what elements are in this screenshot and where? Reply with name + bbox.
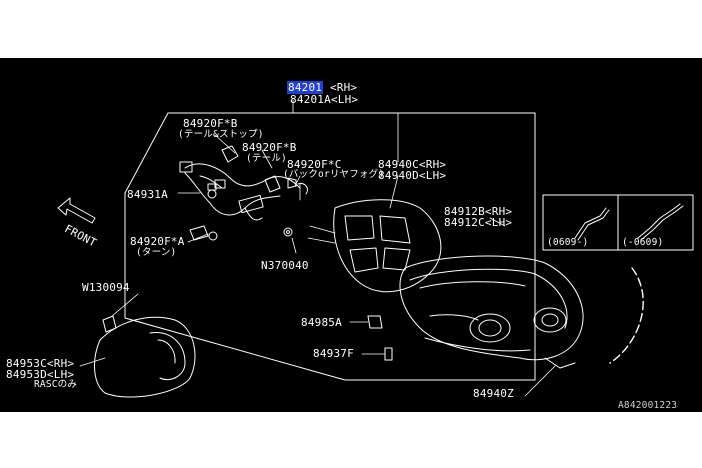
figure-code: A842001223 — [618, 400, 678, 411]
part-label-84920fa[interactable]: 84920F*A — [130, 235, 185, 248]
diagram-linework — [57, 99, 694, 398]
inset-date-from: (0609-) — [547, 237, 589, 248]
note-tail: (テール) — [246, 153, 287, 164]
front-arrow — [57, 197, 96, 224]
note-tail-stop: (テール&ストップ) — [178, 129, 264, 140]
part-label-84940d[interactable]: 84940D<LH> — [378, 169, 447, 182]
part-label-84953d[interactable]: 84953D<LH> — [6, 368, 75, 381]
part-label-84201a[interactable]: 84201A<LH> — [290, 93, 359, 106]
cover-84953 — [94, 316, 196, 398]
part-label-84937f[interactable]: 84937F — [313, 347, 354, 360]
part-label-84953c[interactable]: 84953C<RH> — [6, 357, 75, 370]
selected-part-number[interactable]: 84201 — [287, 81, 324, 94]
gasket — [333, 199, 442, 293]
part-label-84985a[interactable]: 84985A — [301, 316, 342, 329]
part-label-84912b[interactable]: 84912B<RH> — [444, 205, 513, 218]
part-label-84920fc[interactable]: 84920F*C — [287, 158, 342, 171]
parts-diagram: 84201 <RH> 84201A<LH> 84920F*B (テール&ストップ… — [0, 58, 702, 412]
bolt-w130094 — [102, 315, 117, 333]
note-rasc-only: RASCのみ — [34, 379, 78, 390]
note-back-rear-fog: (バックorリヤフォグ) — [283, 169, 385, 180]
part-84201-suffix: <RH> — [329, 81, 358, 94]
part-label-84912c[interactable]: 84912C<LH> — [444, 216, 513, 229]
part-label-n370040[interactable]: N370040 — [261, 259, 309, 272]
note-turn: (ターン) — [136, 247, 177, 258]
inset-date-until: (-0609) — [622, 237, 664, 248]
part-label-84201[interactable]: 84201 <RH> — [287, 81, 358, 94]
part-label-84920fb-2[interactable]: 84920F*B — [242, 141, 297, 154]
section-arc — [609, 267, 644, 364]
part-label-84920fb-1[interactable]: 84920F*B — [183, 117, 238, 130]
assembly-outline — [124, 112, 536, 381]
part-label-w130094[interactable]: W130094 — [82, 281, 130, 294]
screw-84937f — [384, 347, 393, 361]
wiring-harness — [179, 145, 308, 241]
leader-lines — [79, 99, 556, 397]
part-label-84940z[interactable]: 84940Z — [473, 387, 514, 400]
part-label-84931a[interactable]: 84931A — [127, 188, 168, 201]
part-label-84940c[interactable]: 84940C<RH> — [378, 158, 447, 171]
inset-box — [542, 194, 694, 251]
nut-n370040 — [283, 227, 293, 237]
clip-84985a — [367, 315, 383, 329]
lamp-housing — [399, 255, 584, 369]
